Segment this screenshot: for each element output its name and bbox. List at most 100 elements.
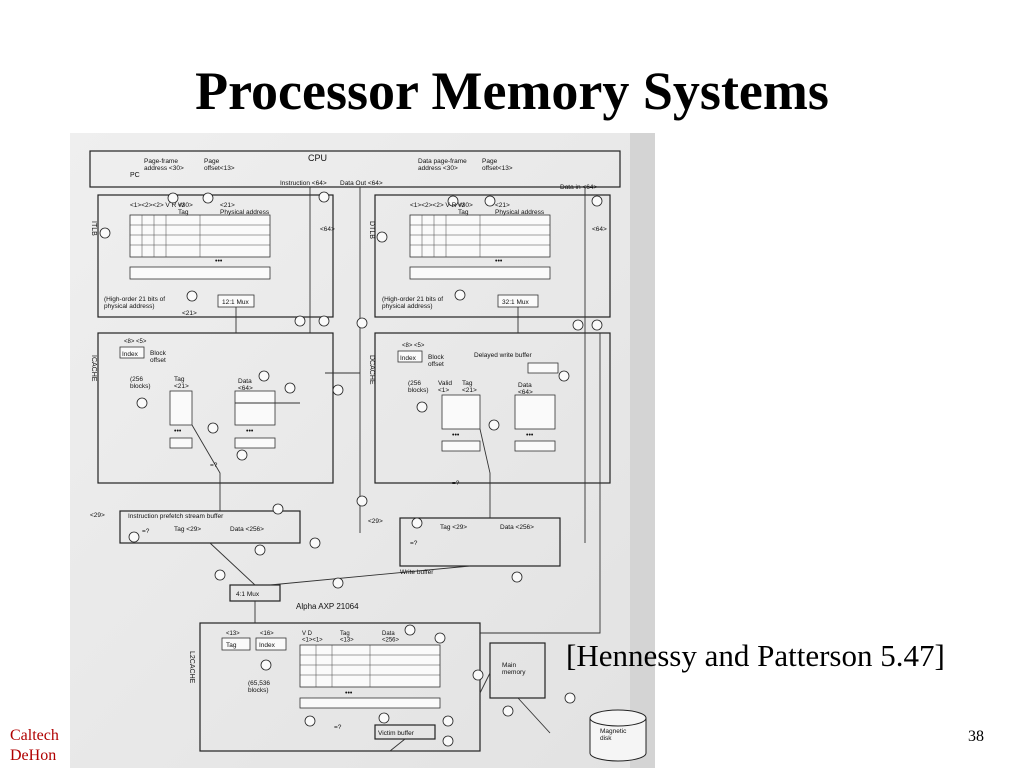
l2cache-label: L2CACHE <box>188 651 195 684</box>
dcache-data-dots: ••• <box>526 432 534 439</box>
bus64-right-label: <64> <box>592 226 607 233</box>
icache-index-label: Index <box>122 351 139 358</box>
itlb-fields-label: <1><2><2> V R W <box>130 202 185 209</box>
itlb-phys-label: <21>Physical address <box>220 202 270 216</box>
dcache-box <box>374 332 611 484</box>
dtlb-mux-label: 32:1 Mux <box>502 299 529 306</box>
page-number: 38 <box>968 728 984 745</box>
dcache-data-label: Data<64> <box>518 382 533 396</box>
dcache-index-box <box>397 350 423 363</box>
dtlb-last-row <box>409 266 551 280</box>
l2cache-box <box>199 622 481 752</box>
itlb-tag-label: <30>Tag <box>178 202 193 216</box>
l2-index-bits: <16> <box>260 631 274 637</box>
bus64-label: <64> <box>320 226 335 233</box>
data-out-label: Data Out <64> <box>340 180 383 187</box>
dcache-tag-array <box>441 394 481 430</box>
itlb-last-row <box>129 266 271 280</box>
icache-tag-last <box>169 437 193 449</box>
icache-data-last <box>234 437 276 449</box>
cpu-label: CPU <box>308 153 327 163</box>
write-buffer-label: Write buffer <box>400 569 434 576</box>
dtlb-box <box>374 194 611 318</box>
dcache-tag-label: Tag<21> <box>462 380 477 394</box>
dtlb-label: DTLB <box>368 221 375 239</box>
l2-tag-label: Tag <box>226 642 237 649</box>
write-buffer-data-label: Data <256> <box>500 524 534 531</box>
delayed-write-buffer-box <box>527 362 559 374</box>
icache-data-array <box>234 390 276 426</box>
dcache-tag-last <box>441 440 481 452</box>
main-memory-box <box>489 642 546 699</box>
alpha-label: Alpha AXP 21064 <box>296 602 359 611</box>
footer-credit: Caltech DeHon <box>10 726 59 766</box>
l2-tag-box <box>221 637 251 651</box>
write-buffer-compare: =? <box>410 540 418 547</box>
prefetch-data-label: Data <256> <box>230 526 264 533</box>
icache-data-dots: ••• <box>246 428 254 435</box>
icache-label: ICACHE <box>90 355 97 382</box>
page-shadow <box>630 133 655 768</box>
magnetic-disk-shape <box>589 709 647 762</box>
itlb-bits21-label: <21> <box>182 310 197 317</box>
victim-buffer-label: Victim buffer <box>378 730 415 737</box>
l2-data-label: Data<256> <box>382 631 400 644</box>
icache-box <box>97 332 334 484</box>
dcache-index-bits: <8> <5> <box>402 343 425 349</box>
mux41-label: 4:1 Mux <box>236 591 260 598</box>
dcache-data-last <box>514 440 556 452</box>
dcache-valid-label: Valid<1> <box>438 380 452 394</box>
icache-dots: ••• <box>174 428 182 435</box>
dtlb-tag-label: <30>Tag <box>458 202 473 216</box>
cpu-box <box>89 150 621 188</box>
dtlb-dots: ••• <box>495 258 503 265</box>
bits29-right-label: <29> <box>368 518 383 525</box>
slide-title: Processor Memory Systems <box>195 61 829 121</box>
l2-index-box <box>255 637 287 651</box>
l2-dots: ••• <box>345 690 353 697</box>
prefetch-compare: =? <box>142 528 150 535</box>
l2-vd-label: V D<1><1> <box>302 631 323 644</box>
itlb-box <box>97 194 334 318</box>
bits29-left-label: <29> <box>90 512 105 519</box>
pc-label: PC <box>130 172 140 179</box>
dtlb-fields-label: <1><2><2> V R W <box>410 202 465 209</box>
instruction-bus-label: Instruction <64> <box>280 180 327 187</box>
footer-line-2: DeHon <box>10 747 57 764</box>
dcache-index-label: Index <box>400 355 417 362</box>
icache-compare: =? <box>210 462 218 469</box>
dtlb-phys-label: <21>Physical address <box>495 202 545 216</box>
dcache-label: DCACHE <box>368 355 375 385</box>
icache-tag-array <box>169 390 193 426</box>
dcache-data-array <box>514 394 556 430</box>
itlb-mux-label: 12:1 Mux <box>222 299 249 306</box>
icache-index-bits: <8> <5> <box>124 339 147 345</box>
itlb-dots: ••• <box>215 258 223 265</box>
delayed-write-buffer-label: Delayed write buffer <box>474 352 533 359</box>
dcache-compare: =? <box>452 480 460 487</box>
l2-index-label: Index <box>259 642 276 649</box>
write-buffer-box <box>399 517 561 567</box>
l2-compare: =? <box>334 724 342 731</box>
l2-tag-bits: <13> <box>226 631 240 637</box>
dcache-dots: ••• <box>452 432 460 439</box>
icache-data-label: Data<64> <box>238 378 253 392</box>
write-buffer-tag-label: Tag <29> <box>440 524 467 531</box>
citation: [Hennessy and Patterson 5.47] <box>566 638 945 673</box>
footer-line-1: Caltech <box>10 727 59 744</box>
prefetch-tag-label: Tag <29> <box>174 526 201 533</box>
l2-array-last <box>299 697 441 709</box>
